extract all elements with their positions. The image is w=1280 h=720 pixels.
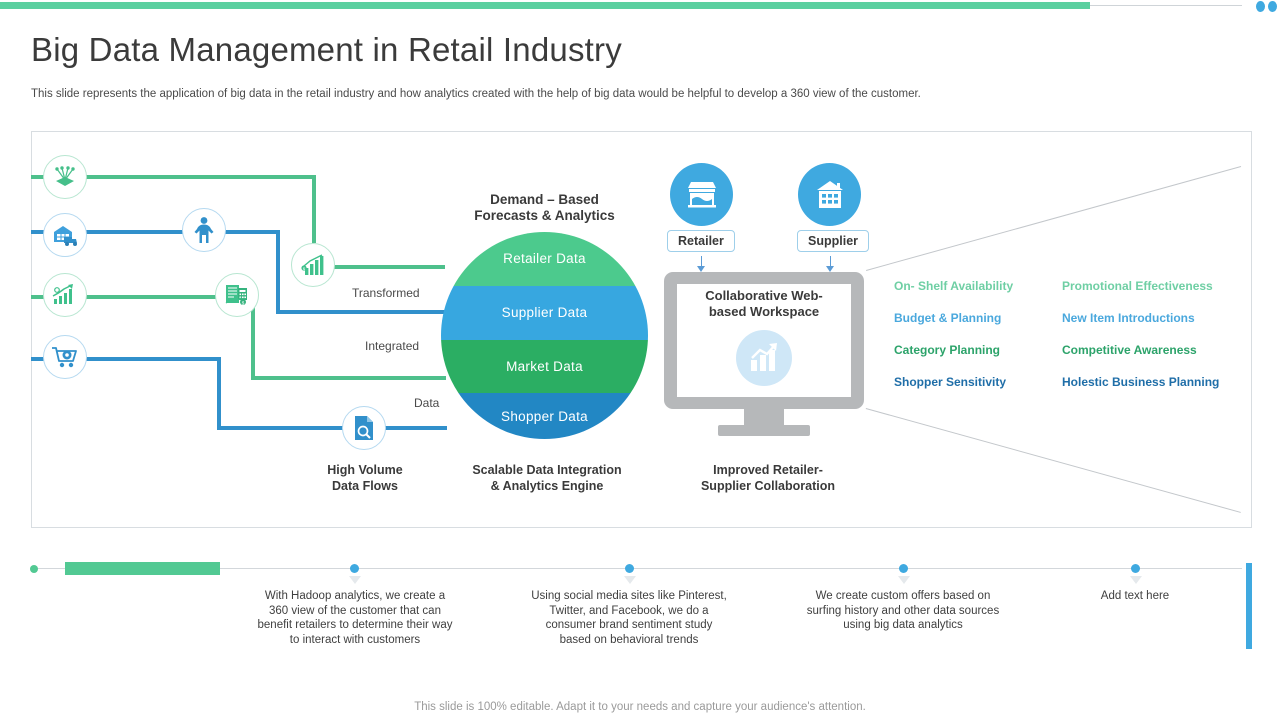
svg-text:$: $: [242, 301, 245, 306]
timeline-dot-2[interactable]: [625, 564, 634, 573]
icon-shopping-cart[interactable]: [43, 335, 87, 379]
caption-scalable-engine: Scalable Data Integration & Analytics En…: [447, 462, 647, 494]
actor-supplier-label[interactable]: Supplier: [797, 230, 870, 252]
workspace-chart-badge: [736, 330, 792, 386]
actor-retailer-label[interactable]: Retailer: [667, 230, 735, 252]
person-icon: [194, 217, 214, 243]
flow-label-data: Data: [414, 396, 440, 410]
benefit-left-4: Shopper Sensitivity: [894, 375, 1007, 389]
svg-text:$: $: [303, 266, 306, 271]
monitor-base: [718, 425, 810, 436]
benefit-right-1: Promotional Effectiveness: [1062, 279, 1213, 293]
icon-invoice-report[interactable]: $: [215, 273, 259, 317]
icon-bar-growth[interactable]: $: [291, 243, 335, 287]
timeline-axis: [33, 568, 1242, 569]
engine-title: Demand – Based Forecasts & Analytics: [441, 192, 648, 224]
icon-warehouse-truck[interactable]: [43, 213, 87, 257]
flow-line-green-1: [31, 175, 316, 179]
top-dot-one: [1256, 1, 1265, 12]
actor-supplier-icon-circle[interactable]: [798, 163, 861, 226]
engine-circle: Retailer Data Supplier Data Market Data …: [441, 232, 648, 439]
benefit-right-3: Competitive Awareness: [1062, 343, 1197, 357]
page-title: Big Data Management in Retail Industry: [31, 31, 622, 68]
icon-document-search[interactable]: [342, 406, 386, 450]
caption-1-line1: High Volume: [327, 463, 403, 477]
flow-line-green-2: [31, 295, 256, 299]
page-subtitle: This slide represents the application of…: [31, 88, 921, 100]
flow-line-blue-4: [217, 426, 447, 430]
caption-improved-collab: Improved Retailer- Supplier Collaboratio…: [668, 462, 868, 494]
top-divider-line: [1090, 5, 1242, 6]
workspace-title-line1: Collaborative Web-: [705, 288, 823, 303]
flow-line-green-1v: [312, 175, 316, 243]
monitor-neck: [744, 409, 784, 425]
flow-label-transformed: Transformed: [352, 286, 420, 300]
caption-2-line1: Scalable Data Integration: [472, 463, 622, 477]
chart-arrow-icon: [751, 343, 777, 371]
flow-line-blue-3v: [217, 357, 221, 430]
timeline-marker-3: [898, 576, 910, 584]
benefit-left-3: Category Planning: [894, 343, 1001, 357]
icon-person[interactable]: [182, 208, 226, 252]
timeline-marker-1: [349, 576, 361, 584]
flow-label-integrated: Integrated: [365, 339, 420, 353]
timeline-start-dot: [30, 565, 38, 573]
benefit-right-4: Holestic Business Planning: [1062, 375, 1220, 389]
flow-line-green-4: [330, 265, 445, 269]
timeline-end-bar: [1246, 563, 1252, 649]
timeline-progress-bar: [65, 562, 220, 575]
top-accent-bar: [0, 2, 1090, 9]
benefit-right-2: New Item Introductions: [1062, 311, 1195, 325]
document-search-icon: [355, 416, 373, 440]
timeline-dot-1[interactable]: [350, 564, 359, 573]
flow-line-blue-3: [31, 357, 221, 361]
distribution-network-icon: [55, 166, 75, 186]
supplier-arrow-line: [830, 256, 831, 268]
bar-growth-icon: $: [301, 254, 324, 275]
engine-title-line1: Demand – Based: [490, 192, 599, 207]
flow-line-green-2v: [251, 295, 255, 380]
timeline-marker-2: [624, 576, 636, 584]
timeline-text-4: Add text here: [1100, 590, 1170, 602]
engine-title-line2: Forecasts & Analytics: [474, 208, 615, 223]
band-market-data: Market Data: [441, 339, 648, 394]
storefront-icon: [687, 181, 716, 207]
shopping-cart-icon: [52, 347, 77, 368]
footer-note: This slide is 100% editable. Adapt it to…: [414, 701, 866, 713]
timeline-text-3: We create custom offers based on surfing…: [806, 590, 1000, 631]
icon-growth-chart[interactable]: [43, 273, 87, 317]
retailer-arrow-head: [697, 266, 705, 272]
flow-line-green-3: [251, 376, 446, 380]
flow-line-blue-1v: [276, 230, 280, 314]
benefit-left-1: On- Shelf Availability: [894, 279, 1014, 293]
workspace-title-line2: based Workspace: [708, 304, 820, 319]
timeline-dot-3[interactable]: [899, 564, 908, 573]
caption-high-volume: High Volume Data Flows: [275, 462, 455, 494]
caption-3-line2: Supplier Collaboration: [700, 479, 836, 493]
icon-distribution-network[interactable]: [43, 155, 87, 199]
top-dot-two: [1268, 1, 1277, 12]
timeline-dot-4[interactable]: [1131, 564, 1140, 573]
invoice-report-icon: $: [225, 285, 247, 306]
timeline-marker-4: [1130, 576, 1142, 584]
growth-chart-icon: [52, 284, 73, 304]
caption-3-line1: Improved Retailer-: [713, 463, 823, 477]
flow-line-blue-2: [276, 310, 446, 314]
band-supplier-data: Supplier Data: [441, 285, 648, 340]
timeline-text-2: Using social media sites like Pinterest,…: [531, 590, 727, 646]
supplier-arrow-head: [826, 266, 834, 272]
caption-1-line2: Data Flows: [332, 479, 398, 493]
actor-retailer-icon-circle[interactable]: [670, 163, 733, 226]
benefit-left-2: Budget & Planning: [894, 311, 1002, 325]
retailer-arrow-line: [701, 256, 702, 268]
caption-2-line2: & Analytics Engine: [490, 479, 604, 493]
workspace-title: Collaborative Web- based Workspace: [674, 288, 854, 320]
flow-line-blue-1: [31, 230, 280, 234]
warehouse-building-icon: [816, 180, 843, 208]
timeline-text-1: With Hadoop analytics, we create a 360 v…: [257, 590, 453, 646]
warehouse-truck-icon: [54, 226, 77, 246]
